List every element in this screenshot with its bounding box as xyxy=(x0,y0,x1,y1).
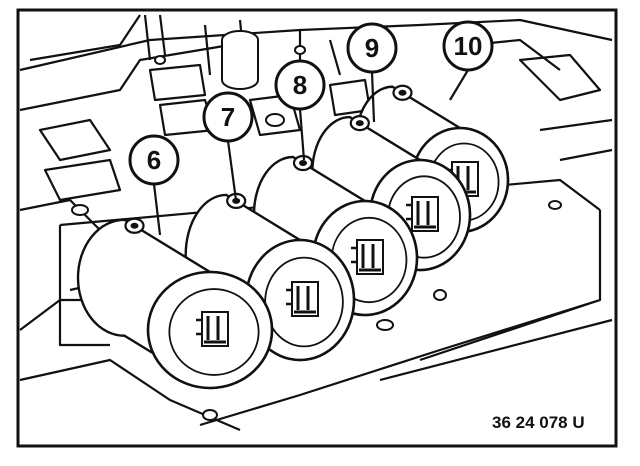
callout-label: 10 xyxy=(454,31,483,61)
callout-6: 6 xyxy=(128,134,180,236)
callout-label: 7 xyxy=(221,102,235,132)
callout-leader-line xyxy=(226,140,238,201)
solenoid-6 xyxy=(76,217,274,390)
solenoid-8 xyxy=(252,154,419,317)
retaining-nut-hole xyxy=(398,89,407,96)
solenoid-7 xyxy=(184,192,356,362)
callout-leader-line xyxy=(370,71,376,123)
connector-pins xyxy=(414,201,436,229)
solenoid-group xyxy=(76,84,510,390)
callout-leader-line xyxy=(449,69,469,101)
retaining-nut-hole xyxy=(355,120,364,127)
housing-studs xyxy=(71,30,562,421)
callout-circle xyxy=(346,22,398,74)
connector-clip xyxy=(351,246,357,264)
callout-9: 9 xyxy=(346,22,398,123)
callout-circle xyxy=(274,59,326,111)
connector-plug xyxy=(356,239,384,275)
callout-leader-line xyxy=(298,108,306,161)
connector-plug xyxy=(291,281,319,317)
connector-pins xyxy=(359,244,381,272)
figure-reference-code: 36 24 078 U xyxy=(492,413,585,432)
connector-clip xyxy=(406,203,412,221)
retaining-nut-hole xyxy=(299,160,307,166)
callout-group: 6 7 8 9 10 xyxy=(128,20,494,236)
callout-circle xyxy=(442,20,494,72)
callout-label: 9 xyxy=(365,33,379,63)
connector-pins xyxy=(204,316,226,344)
callout-circle xyxy=(128,134,180,186)
callout-8: 8 xyxy=(274,59,326,161)
callout-circle xyxy=(202,91,254,143)
callout-leader-line xyxy=(152,183,162,236)
connector-plug xyxy=(411,196,439,232)
callout-10: 10 xyxy=(442,20,494,101)
callout-label: 8 xyxy=(293,70,307,100)
connector-clip xyxy=(286,288,292,306)
callout-7: 7 xyxy=(202,91,254,201)
connector-plug xyxy=(201,311,229,347)
retaining-nut-hole xyxy=(232,197,241,204)
connector-pins xyxy=(294,286,316,314)
retaining-nut-hole xyxy=(130,222,139,229)
callout-label: 6 xyxy=(147,145,161,175)
connector-clip xyxy=(196,318,202,336)
